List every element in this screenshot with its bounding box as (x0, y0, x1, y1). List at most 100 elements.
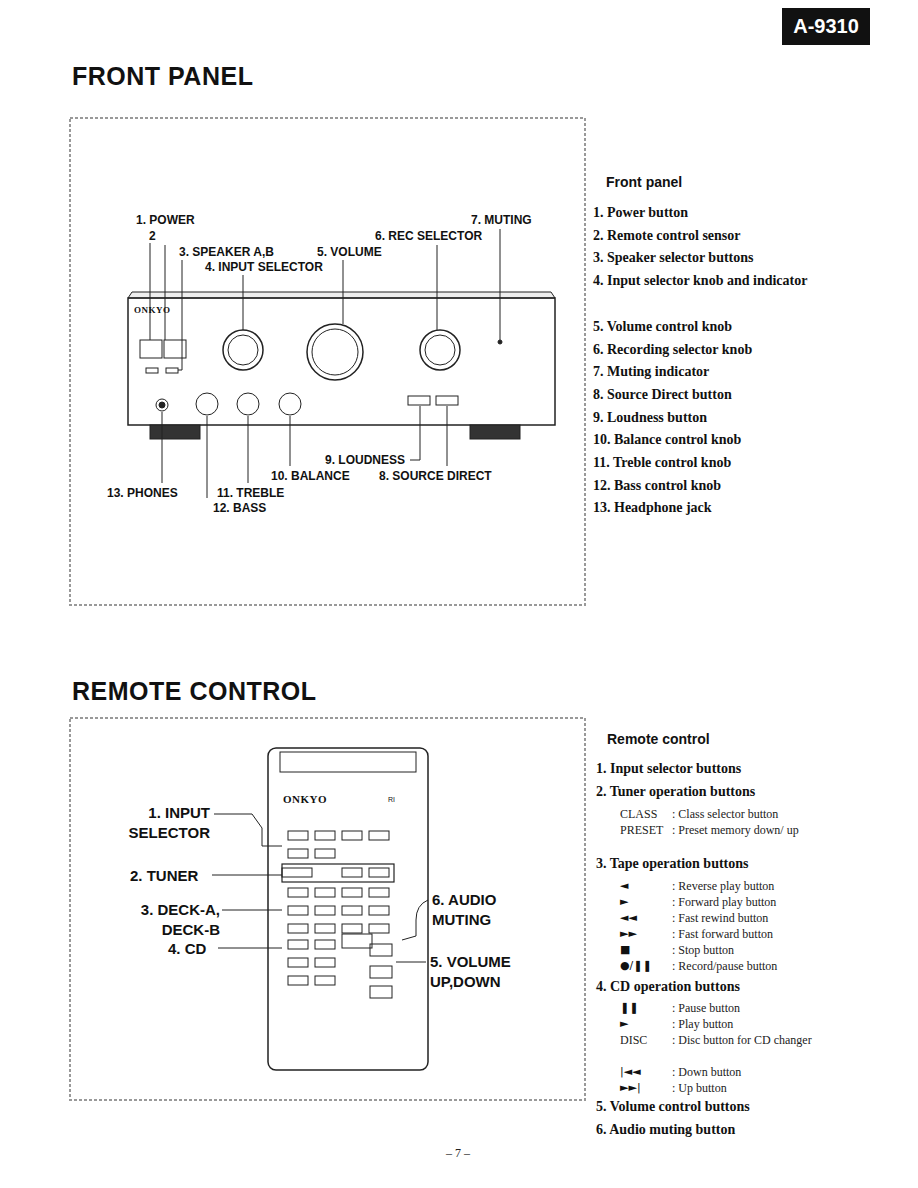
remote-button (288, 906, 308, 915)
remote-button (315, 849, 335, 858)
button-symbol: ◄ (620, 879, 628, 893)
callout-label: 6. AUDIO MUTING (432, 890, 532, 929)
description-text: : Class selector button (672, 807, 778, 823)
remote-button (342, 831, 362, 840)
list-item: 6. Recording selector knob (593, 339, 752, 361)
remote-button (342, 868, 362, 877)
description-text: : Fast forward button (672, 927, 773, 943)
button-symbol: ►►| (620, 1081, 641, 1095)
callout-label: 2 (148, 229, 157, 243)
list-item: 12. Bass control knob (593, 475, 721, 497)
section-heading: FRONT PANEL (72, 62, 253, 91)
callout-label: 4. INPUT SELECTOR (204, 260, 324, 274)
list-item: 1. Input selector buttons (596, 758, 741, 780)
remote-button (288, 831, 308, 840)
list-heading: Front panel (606, 174, 682, 190)
description-text: : Stop button (672, 943, 734, 959)
list-item: 1. Power button (593, 202, 688, 224)
remote-button (282, 864, 394, 882)
description-text: : Up button (672, 1081, 727, 1097)
remote-button (288, 958, 308, 967)
list-item: 2. Tuner operation buttons (596, 781, 755, 803)
description-text: : Preset memory down/ up (672, 823, 818, 839)
callout-label: 8. SOURCE DIRECT (378, 469, 493, 483)
callout-label: 2. TUNER (130, 866, 198, 886)
remote-button (369, 906, 389, 915)
list-item: 6. Audio muting button (596, 1119, 735, 1141)
list-item: 2. Remote control sensor (593, 225, 741, 247)
description-text: CLASS (620, 807, 657, 823)
callout-label: 3. DECK-A, DECK-B (98, 900, 220, 939)
remote-button (369, 868, 389, 877)
remote-button (342, 888, 362, 897)
panel-frame (70, 718, 585, 1100)
button-symbol: |◄◄ (620, 1065, 641, 1079)
description-text: : Forward play button (672, 895, 776, 911)
description-text: DISC (620, 1033, 647, 1049)
remote-button (342, 924, 362, 933)
button-symbol: ■ (620, 943, 630, 957)
remote-button (369, 888, 389, 897)
model-badge: A-9310 (782, 8, 870, 45)
remote-button (315, 976, 335, 985)
callout-label: 5. VOLUME (316, 245, 383, 259)
description-text: : Fast rewind button (672, 911, 768, 927)
list-heading: Remote control (607, 731, 710, 747)
description-text: : Pause button (672, 1001, 740, 1017)
remote-button (315, 940, 335, 949)
remote-button (315, 831, 335, 840)
button-symbol: ◄◄ (620, 911, 637, 925)
list-item: 9. Loudness button (593, 407, 707, 429)
description-text: – 7 – (446, 1146, 470, 1162)
list-item: 3. Tape operation buttons (596, 853, 748, 875)
callout-label: 1. INPUT SELECTOR (98, 803, 210, 842)
list-item: 8. Source Direct button (593, 384, 732, 406)
list-item: 4. Input selector knob and indicator (593, 270, 858, 292)
callout-label: 12. BASS (212, 501, 267, 515)
remote-button (369, 831, 389, 840)
button-symbol: ► (620, 895, 628, 909)
remote-button (288, 849, 308, 858)
description-text: PRESET (620, 823, 663, 839)
remote-button (370, 944, 392, 956)
list-item: 10. Balance control knob (593, 429, 741, 451)
remote-button (288, 888, 308, 897)
model-number: A-9310 (793, 15, 859, 38)
remote-button (282, 868, 312, 877)
leader-lines (212, 814, 428, 962)
remote-button (370, 986, 392, 998)
callout-label: 1. POWER (135, 213, 196, 227)
brand-text: ONKYO (283, 793, 327, 805)
button-symbol: ❚❚ (620, 1001, 638, 1015)
list-item: 4. CD operation buttons (596, 976, 740, 998)
amplifier-drawing (128, 292, 555, 439)
callout-label: 7. MUTING (470, 213, 533, 227)
brand-text: RI (388, 796, 395, 803)
remote-button (369, 924, 389, 933)
list-item: 7. Muting indicator (593, 361, 709, 383)
list-item: 5. Volume control knob (593, 316, 732, 338)
remote-button (342, 906, 362, 915)
remote-button (342, 934, 372, 948)
description-text: : Down button (672, 1065, 741, 1081)
section-heading: REMOTE CONTROL (72, 677, 317, 706)
description-text: : Record/pause button (672, 959, 777, 975)
list-item: 5. Volume control buttons (596, 1096, 750, 1118)
description-text: : Play button (672, 1017, 733, 1033)
remote-button (315, 906, 335, 915)
button-symbol: ► (620, 1017, 628, 1031)
callout-label: 6. REC SELECTOR (374, 229, 483, 243)
button-symbol: ►► (620, 927, 637, 941)
callout-label: 11. TREBLE (216, 486, 285, 500)
description-text: : Disc button for CD changer (672, 1033, 828, 1049)
callout-label: 4. CD (168, 939, 206, 959)
remote-button (288, 924, 308, 933)
callout-label: 13. PHONES (106, 486, 179, 500)
callout-label: 3. SPEAKER A,B (178, 245, 275, 259)
panel-frame (70, 118, 585, 605)
callout-label: 9. LOUDNESS (324, 453, 406, 467)
remote-drawing (268, 748, 428, 1070)
list-item: 13. Headphone jack (593, 497, 712, 519)
description-text: : Reverse play button (672, 879, 774, 895)
